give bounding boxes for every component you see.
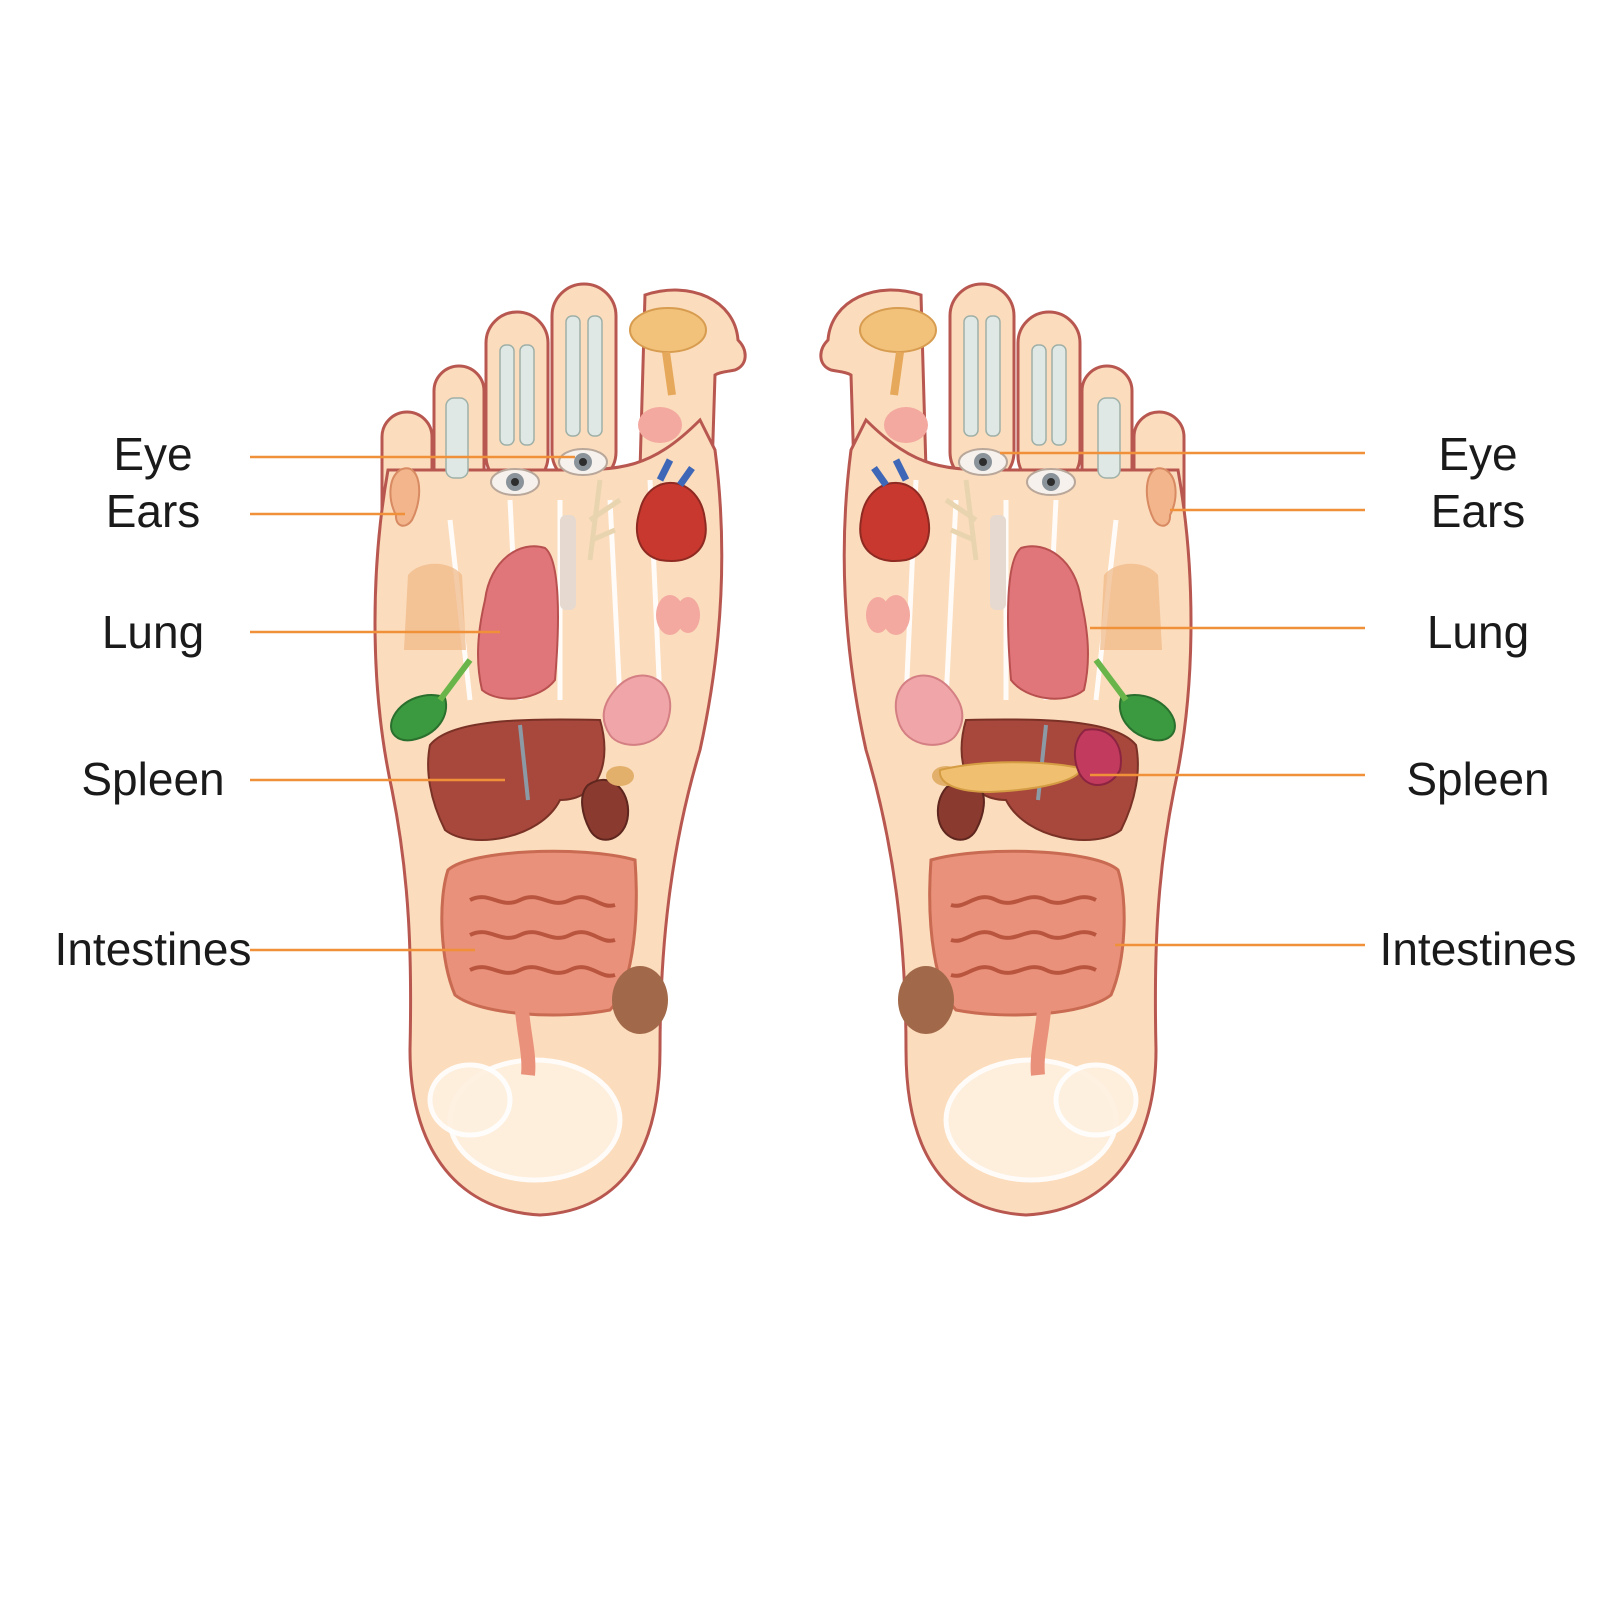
label-intestines-left: Intestines — [55, 923, 252, 975]
label-intestines-right: Intestines — [1380, 923, 1577, 975]
label-eye-right: Eye — [1438, 428, 1517, 480]
label-lung-left: Lung — [102, 606, 204, 658]
label-eye-left: Eye — [113, 428, 192, 480]
right-foot — [821, 284, 1191, 1215]
label-spleen-left: Spleen — [81, 753, 224, 805]
spleen-icon — [1073, 728, 1122, 786]
label-ears-left: Ears — [106, 485, 201, 537]
pancreas-icon — [938, 761, 1081, 794]
label-lung-right: Lung — [1427, 606, 1529, 658]
leader-lines-right — [1000, 451, 1365, 947]
label-ears-right: Ears — [1431, 485, 1526, 537]
labels-right: Eye Ears Lung Spleen Intestines — [1380, 428, 1577, 975]
leader-lines-left — [250, 455, 575, 952]
labels-left: Eye Ears Lung Spleen Intestines — [55, 428, 252, 975]
right-foot-extras — [938, 728, 1122, 794]
label-spleen-right: Spleen — [1406, 753, 1549, 805]
left-foot — [375, 284, 745, 1215]
